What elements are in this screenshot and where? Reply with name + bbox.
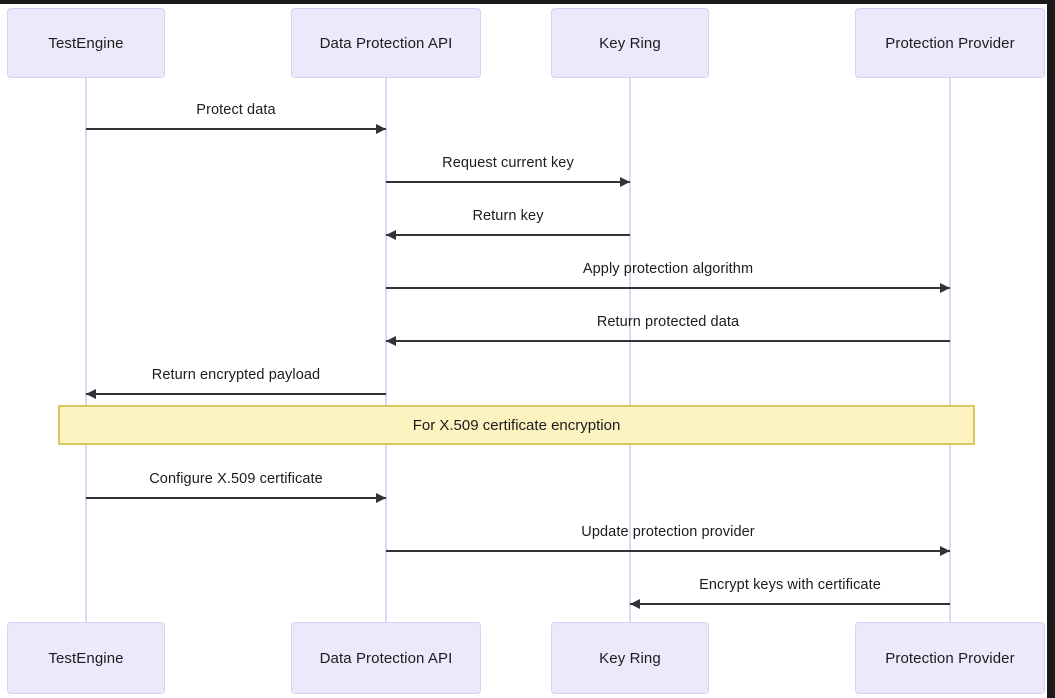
lifeline-protection-provider bbox=[949, 78, 951, 622]
message-label-1: Request current key bbox=[442, 155, 574, 171]
message-label-7: Update protection provider bbox=[581, 524, 755, 540]
lifeline-test-engine bbox=[85, 78, 87, 622]
participant-label: TestEngine bbox=[48, 34, 124, 52]
note-label: For X.509 certificate encryption bbox=[412, 416, 621, 434]
message-line-5 bbox=[86, 393, 386, 395]
participant-label: Key Ring bbox=[599, 34, 661, 52]
participant-label: Protection Provider bbox=[885, 34, 1015, 52]
participant-label: Data Protection API bbox=[319, 34, 453, 52]
message-line-7 bbox=[386, 550, 950, 552]
participant-label: TestEngine bbox=[48, 649, 124, 667]
arrowhead-right-7 bbox=[940, 546, 950, 556]
arrowhead-right-6 bbox=[376, 493, 386, 503]
message-line-3 bbox=[386, 287, 950, 289]
arrowhead-right-0 bbox=[376, 124, 386, 134]
note-x509-note: For X.509 certificate encryption bbox=[58, 405, 975, 445]
arrowhead-left-2 bbox=[386, 230, 396, 240]
lifeline-key-ring bbox=[629, 78, 631, 622]
message-label-3: Apply protection algorithm bbox=[582, 261, 754, 277]
participant-bottom-test-engine[interactable]: TestEngine bbox=[7, 622, 165, 694]
message-label-8: Encrypt keys with certificate bbox=[699, 577, 881, 593]
participant-label: Data Protection API bbox=[319, 649, 453, 667]
message-label-0: Protect data bbox=[196, 102, 276, 118]
lifeline-data-protection-api bbox=[385, 78, 387, 622]
participant-top-key-ring[interactable]: Key Ring bbox=[551, 8, 709, 78]
participant-top-data-protection-api[interactable]: Data Protection API bbox=[291, 8, 481, 78]
message-label-4: Return protected data bbox=[596, 314, 740, 330]
message-line-6 bbox=[86, 497, 386, 499]
participant-bottom-protection-provider[interactable]: Protection Provider bbox=[855, 622, 1045, 694]
message-label-2: Return key bbox=[472, 208, 544, 224]
arrowhead-right-3 bbox=[940, 283, 950, 293]
participant-label: Protection Provider bbox=[885, 649, 1015, 667]
participant-top-test-engine[interactable]: TestEngine bbox=[7, 8, 165, 78]
message-label-6: Configure X.509 certificate bbox=[149, 471, 323, 487]
message-line-1 bbox=[386, 181, 630, 183]
message-line-4 bbox=[386, 340, 950, 342]
arrowhead-left-5 bbox=[86, 389, 96, 399]
arrowhead-right-1 bbox=[620, 177, 630, 187]
message-line-8 bbox=[630, 603, 950, 605]
message-line-2 bbox=[386, 234, 630, 236]
message-line-0 bbox=[86, 128, 386, 130]
participant-bottom-data-protection-api[interactable]: Data Protection API bbox=[291, 622, 481, 694]
message-label-5: Return encrypted payload bbox=[151, 367, 321, 383]
arrowhead-left-4 bbox=[386, 336, 396, 346]
arrowhead-left-8 bbox=[630, 599, 640, 609]
participant-top-protection-provider[interactable]: Protection Provider bbox=[855, 8, 1045, 78]
participant-bottom-key-ring[interactable]: Key Ring bbox=[551, 622, 709, 694]
participant-label: Key Ring bbox=[599, 649, 661, 667]
